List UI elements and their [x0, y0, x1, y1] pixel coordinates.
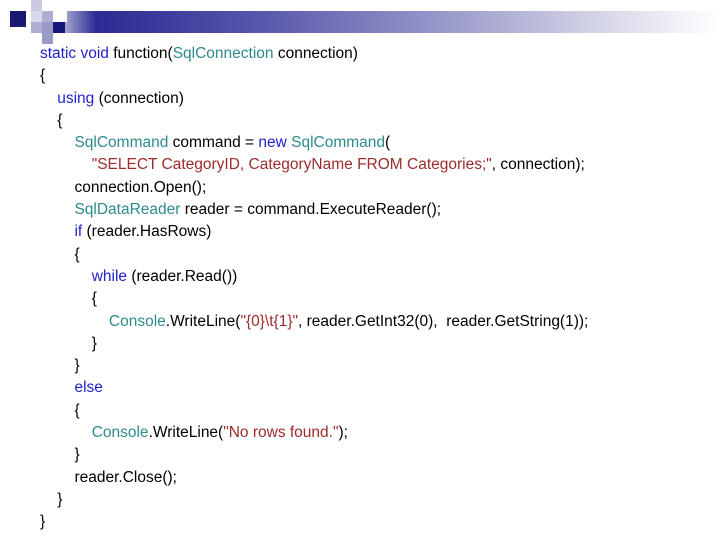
code-token-txt: .WriteLine(: [148, 424, 224, 442]
code-line: }: [40, 333, 712, 355]
code-line: }: [40, 355, 712, 377]
square-navy-large: [10, 11, 26, 27]
square-mid-c: [42, 11, 53, 22]
code-indent: [40, 268, 92, 285]
code-line: {: [40, 110, 712, 132]
code-token-str: "SELECT CategoryID, CategoryName FROM Ca…: [91, 156, 492, 174]
code-token-txt: (: [385, 134, 391, 152]
code-token-type: SqlConnection: [172, 45, 274, 62]
code-token-txt: command =: [168, 134, 259, 152]
code-token-txt: {: [57, 111, 63, 129]
code-token-type: SqlDataReader: [74, 201, 181, 219]
code-indent: [40, 134, 74, 151]
code-token-txt: {: [91, 290, 97, 308]
code-token-str: "{0}\t{1}": [240, 312, 299, 330]
code-line: }: [40, 489, 712, 511]
square-white-gap-d: [31, 33, 42, 46]
code-line: {: [40, 288, 712, 310]
code-indent: [40, 179, 74, 196]
code-line: {: [40, 65, 712, 87]
code-indent: [40, 112, 57, 129]
code-line: Console.WriteLine("{0}\t{1}", reader.Get…: [40, 311, 712, 333]
code-token-txt: reader = command.ExecuteReader();: [180, 201, 442, 219]
square-white-gap-c: [53, 33, 67, 46]
code-token-txt: {: [40, 67, 46, 85]
code-token-kw: new: [258, 134, 287, 152]
code-token-type: Console: [91, 424, 149, 442]
code-indent: [40, 201, 74, 218]
code-block: static void function(SqlConnection conne…: [40, 43, 712, 534]
code-indent: [40, 313, 109, 330]
code-line: reader.Close();: [40, 467, 712, 489]
code-token-kw: while: [91, 267, 128, 285]
code-indent: [40, 357, 74, 374]
code-token-txt: (reader.HasRows): [82, 223, 212, 241]
code-indent: [40, 223, 74, 240]
code-token-kw: static void: [40, 45, 109, 62]
code-token-txt: function(: [108, 45, 173, 62]
code-token-type: Console: [108, 312, 166, 330]
code-line: if (reader.HasRows): [40, 221, 712, 243]
code-indent: [40, 156, 92, 173]
code-line: {: [40, 400, 712, 422]
code-token-txt: {: [74, 401, 80, 419]
code-indent: [40, 246, 74, 263]
code-line: SqlDataReader reader = command.ExecuteRe…: [40, 199, 712, 221]
code-token-txt: .WriteLine(: [165, 312, 241, 330]
code-token-kw: if: [74, 223, 83, 241]
square-navy-b: [53, 22, 65, 33]
code-token-txt: reader.Close();: [74, 468, 177, 486]
code-token-txt: (reader.Read()): [127, 267, 238, 285]
square-mid-b: [42, 22, 53, 33]
code-token-str: "No rows found.": [223, 424, 339, 442]
code-token-txt: (connection): [94, 89, 184, 107]
code-indent: [40, 402, 74, 419]
code-indent: [40, 90, 57, 107]
square-white-gap-a: [42, 0, 53, 11]
code-indent: [40, 379, 74, 396]
code-token-txt: }: [40, 513, 46, 531]
code-line: "SELECT CategoryID, CategoryName FROM Ca…: [40, 154, 712, 176]
header-gradient-bar: [0, 11, 720, 33]
code-indent: [40, 446, 74, 463]
code-indent: [40, 491, 57, 508]
square-mid-a: [31, 22, 42, 33]
code-line: }: [40, 444, 712, 466]
code-token-type: SqlCommand: [74, 134, 169, 152]
code-line: }: [40, 511, 712, 533]
code-indent: [40, 335, 92, 352]
code-line: using (connection): [40, 88, 712, 110]
square-white-gap-b: [53, 0, 67, 22]
code-line: SqlCommand command = new SqlCommand(: [40, 132, 712, 154]
code-line: else: [40, 377, 712, 399]
code-indent: [40, 290, 92, 307]
code-token-kw: using: [57, 89, 95, 107]
code-line: {: [40, 244, 712, 266]
code-token-txt: }: [91, 334, 97, 352]
code-line: Console.WriteLine("No rows found.");: [40, 422, 712, 444]
square-light-a: [31, 11, 42, 22]
code-indent: [40, 424, 92, 441]
code-token-txt: );: [338, 424, 348, 442]
code-token-txt: }: [57, 490, 63, 508]
code-token-txt: }: [74, 357, 80, 375]
code-token-txt: connection.Open();: [74, 178, 207, 196]
code-token-type: SqlCommand: [291, 134, 386, 152]
square-pale-top: [31, 0, 46, 11]
code-indent: [40, 469, 74, 486]
code-token-txt: , reader.GetInt32(0), reader.GetString(1…: [298, 312, 589, 330]
code-line: static void function(SqlConnection conne…: [40, 43, 712, 65]
header-decoration: [0, 0, 720, 46]
code-token-txt: , connection);: [491, 156, 585, 174]
square-mid-d: [42, 33, 53, 44]
code-line: while (reader.Read()): [40, 266, 712, 288]
code-line: connection.Open();: [40, 177, 712, 199]
code-token-kw: else: [74, 379, 103, 397]
code-token-txt: {: [74, 245, 80, 263]
code-token-txt: }: [74, 446, 80, 464]
code-token-txt: connection): [273, 45, 358, 62]
